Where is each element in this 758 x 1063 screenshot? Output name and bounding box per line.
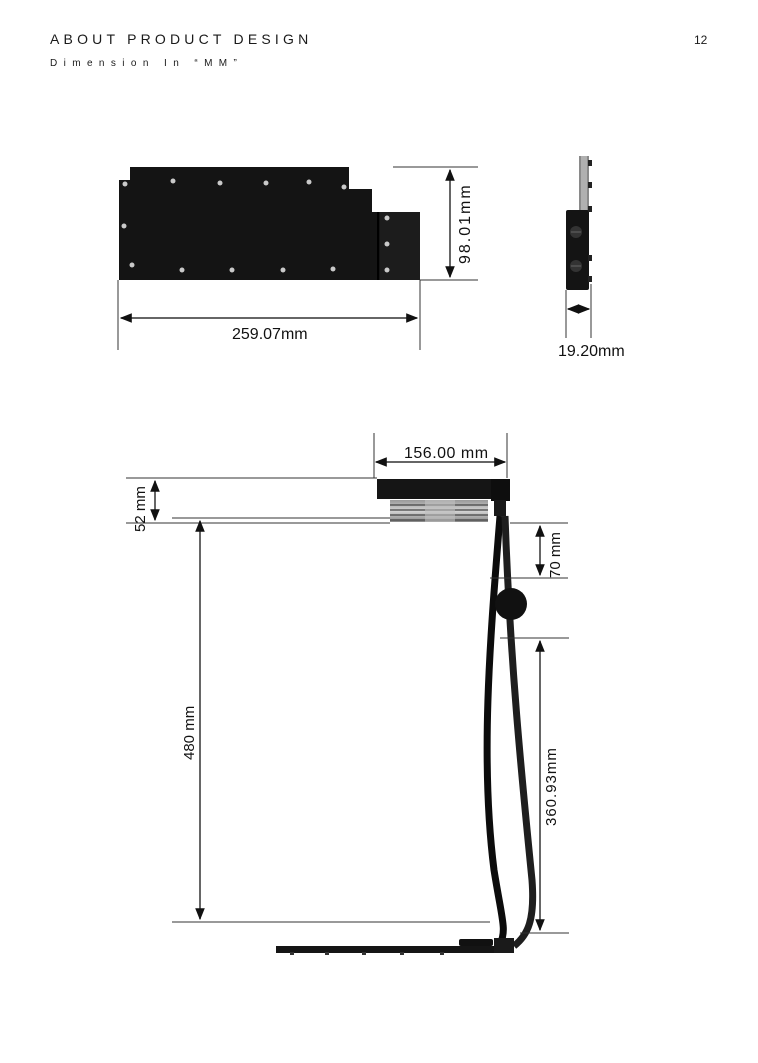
fitting-offset-label: 70 mm — [547, 532, 564, 578]
radiator-thickness-label: 52 mm — [132, 486, 149, 532]
page-subtitle: Dimension In “MM” — [50, 58, 244, 69]
page-title: ABOUT PRODUCT DESIGN — [50, 31, 313, 47]
water-block-side-view — [566, 156, 592, 290]
screw-holes — [121, 178, 390, 273]
cooler-dimensions — [126, 433, 569, 934]
water-block-front-view — [119, 167, 420, 280]
front-view-dimensions — [117, 166, 478, 350]
tube-height-label: 480 mm — [181, 706, 198, 760]
water-block-bottom — [276, 946, 512, 953]
tube-1 — [483, 515, 507, 946]
radiator — [377, 479, 510, 499]
block-height-label: 98.01mm — [457, 183, 474, 264]
pump — [495, 588, 527, 620]
tube-length-label: 360.93mm — [543, 747, 560, 826]
cooler-assembly — [276, 479, 537, 955]
block-thickness-label: 19.20mm — [558, 343, 625, 360]
radiator-width-label: 156.00 mm — [404, 445, 489, 462]
tube-2 — [501, 515, 537, 949]
side-view-dimensions — [565, 284, 592, 338]
page-number: 12 — [694, 33, 708, 47]
block-length-label: 259.07mm — [232, 326, 308, 343]
